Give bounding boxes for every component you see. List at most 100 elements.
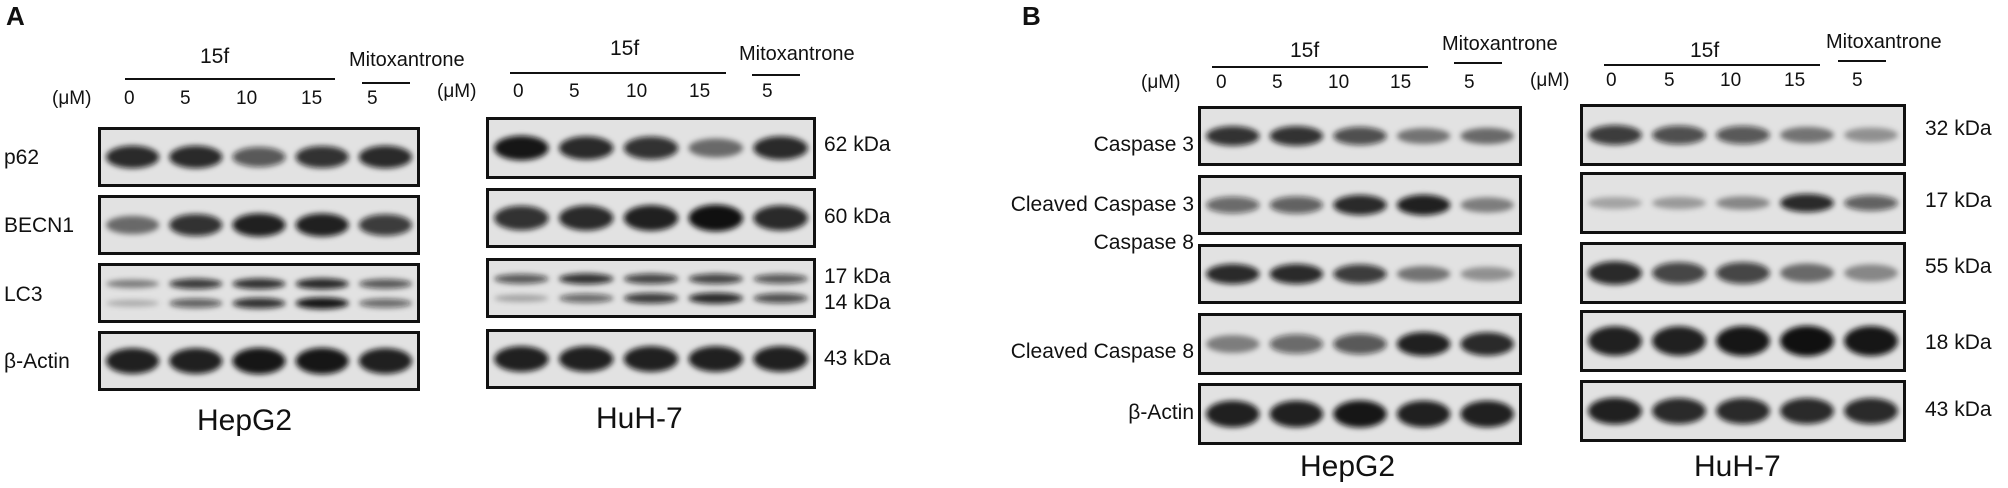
protein-band bbox=[1460, 400, 1514, 428]
protein-band bbox=[494, 346, 549, 372]
protein-label: BECN1 bbox=[4, 214, 75, 237]
unit-label: (μM) bbox=[52, 88, 92, 109]
control-bracket bbox=[1454, 62, 1502, 64]
conc-label: 5 bbox=[1664, 70, 1675, 91]
conc-label: 15 bbox=[689, 81, 711, 102]
mw-label: 55 kDa bbox=[1925, 255, 1992, 278]
protein-band bbox=[688, 138, 744, 158]
blot-strip bbox=[1198, 175, 1522, 235]
protein-band bbox=[106, 145, 160, 169]
blot-image bbox=[1583, 107, 1903, 163]
protein-band bbox=[1333, 333, 1387, 355]
conc-label: 5 bbox=[762, 81, 773, 102]
mw-label: 14 kDa bbox=[824, 291, 891, 314]
protein-band bbox=[494, 273, 549, 284]
blot-strip bbox=[1580, 104, 1906, 166]
protein-band bbox=[623, 136, 679, 160]
protein-band bbox=[232, 147, 286, 167]
blot-image bbox=[1583, 245, 1903, 301]
protein-band bbox=[358, 278, 412, 289]
protein-band bbox=[106, 279, 160, 289]
unit-label: (μM) bbox=[437, 81, 477, 102]
protein-band bbox=[688, 346, 744, 372]
unit-label: (μM) bbox=[1530, 70, 1570, 91]
conc-label: 15 bbox=[1390, 72, 1412, 93]
panel-letter: A bbox=[6, 1, 25, 31]
conc-label: 5 bbox=[1272, 72, 1283, 93]
panel-letter: B bbox=[1022, 1, 1041, 31]
protein-band bbox=[1269, 126, 1324, 146]
blot-image bbox=[1201, 109, 1519, 163]
treatment-bracket bbox=[1212, 66, 1428, 68]
protein-band bbox=[1269, 196, 1324, 214]
blot-strip bbox=[98, 263, 420, 323]
mw-label: 43 kDa bbox=[1925, 398, 1992, 421]
blot-image bbox=[1201, 178, 1519, 232]
blot-image bbox=[489, 261, 813, 315]
protein-band bbox=[494, 135, 549, 161]
control-bracket bbox=[752, 74, 800, 76]
protein-band bbox=[1652, 262, 1706, 284]
protein-band bbox=[494, 205, 549, 231]
conc-label: 10 bbox=[236, 88, 258, 109]
conc-label: 0 bbox=[513, 81, 524, 102]
blot-background bbox=[489, 261, 813, 315]
protein-band bbox=[623, 346, 679, 372]
blot-image bbox=[489, 191, 813, 245]
treatment-label: 15f bbox=[610, 37, 640, 60]
protein-band bbox=[1716, 325, 1770, 357]
panel-a: A 15f Mitoxantrone (μM) 0 5 10 15 5 p62 … bbox=[0, 0, 1000, 488]
blot-strip bbox=[98, 195, 420, 255]
protein-band bbox=[1780, 397, 1834, 425]
mw-label: 17 kDa bbox=[824, 265, 891, 288]
protein-band bbox=[1206, 263, 1260, 285]
protein-band bbox=[106, 215, 160, 235]
protein-band bbox=[1844, 325, 1898, 357]
protein-band bbox=[1588, 125, 1642, 145]
control-label: Mitoxantrone bbox=[739, 43, 855, 65]
blot-strip bbox=[486, 329, 816, 389]
conc-label: 0 bbox=[1216, 72, 1227, 93]
protein-band bbox=[1780, 126, 1834, 144]
blot-strip bbox=[1198, 106, 1522, 166]
protein-band bbox=[1716, 262, 1770, 284]
conc-label: 5 bbox=[1852, 70, 1863, 91]
protein-band bbox=[358, 348, 412, 374]
protein-band bbox=[558, 293, 614, 303]
protein-band bbox=[1652, 125, 1706, 145]
protein-band bbox=[232, 347, 286, 375]
protein-band bbox=[1460, 266, 1514, 282]
protein-band bbox=[494, 294, 549, 302]
protein-band bbox=[623, 205, 679, 231]
conc-label: 15 bbox=[1784, 70, 1806, 91]
protein-band bbox=[1396, 331, 1451, 357]
protein-band bbox=[753, 293, 808, 304]
panel-b: B 15f Mitoxantrone (μM) 0 5 10 15 5 Casp… bbox=[1000, 0, 2008, 488]
blot-image bbox=[1583, 175, 1903, 231]
protein-band bbox=[1206, 335, 1260, 353]
protein-band bbox=[1269, 263, 1324, 285]
protein-band bbox=[1396, 266, 1451, 282]
protein-label: Cleaved Caspase 8 bbox=[1010, 340, 1194, 363]
protein-label: LC3 bbox=[4, 283, 43, 306]
mw-label: 32 kDa bbox=[1925, 117, 1992, 140]
protein-band bbox=[688, 204, 744, 232]
protein-band bbox=[169, 278, 223, 290]
protein-band bbox=[169, 145, 223, 169]
blot-image bbox=[1201, 386, 1519, 442]
protein-band bbox=[358, 145, 412, 169]
blot-image bbox=[1583, 383, 1903, 439]
conc-label: 10 bbox=[1328, 72, 1350, 93]
protein-band bbox=[295, 145, 349, 169]
protein-label: Caspase 3 bbox=[1093, 133, 1194, 156]
protein-band bbox=[1396, 400, 1451, 428]
control-bracket bbox=[1838, 60, 1886, 62]
protein-band bbox=[753, 273, 808, 284]
protein-band bbox=[1716, 196, 1770, 210]
protein-band bbox=[1844, 397, 1898, 425]
protein-band bbox=[1460, 197, 1514, 213]
treatment-label: 15f bbox=[200, 45, 230, 68]
blot-image bbox=[1583, 313, 1903, 369]
cell-line-label: HepG2 bbox=[1300, 450, 1396, 483]
protein-band bbox=[1588, 261, 1642, 285]
